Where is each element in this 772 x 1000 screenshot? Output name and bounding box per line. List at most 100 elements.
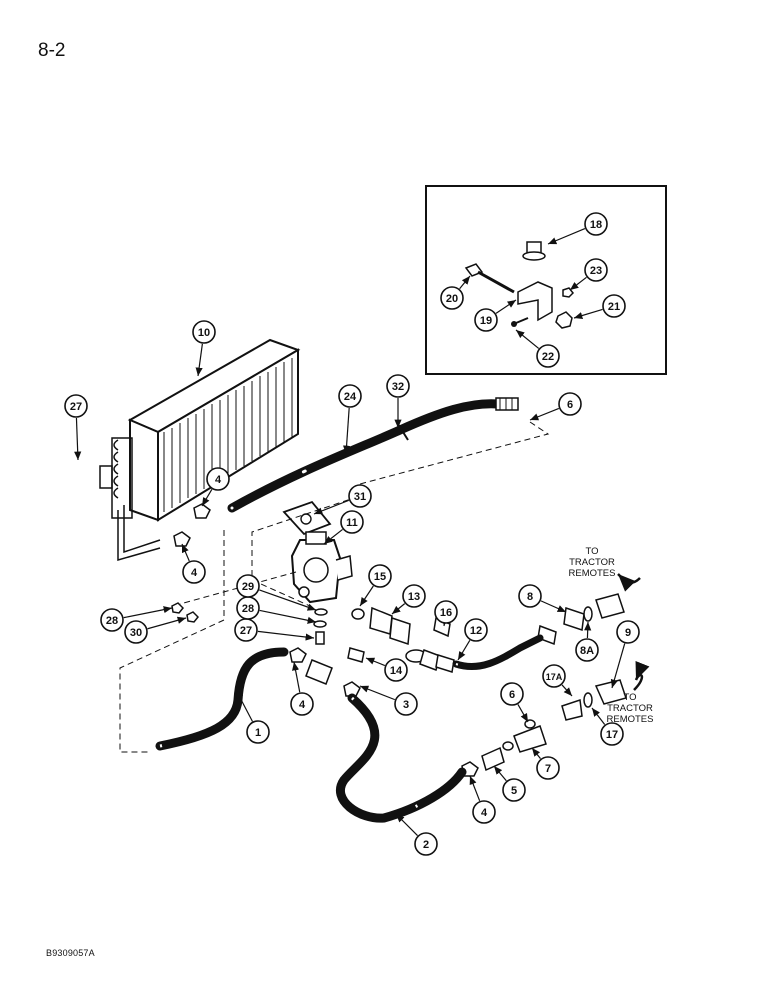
callout-30: 30 [124,616,187,644]
callout-number: 6 [509,689,515,701]
callout-leader-line [123,606,173,619]
callout-leader-line [573,308,603,320]
callout-number: 6 [567,399,573,411]
callout-leader-line [493,765,507,782]
callout-circle [500,682,524,706]
callout-number: 3 [403,699,409,711]
inset-detail-box [425,185,667,375]
callout-leader-line [391,603,406,615]
callout-leader-line [540,600,567,613]
callout-32: 32 [386,374,410,428]
callout-18: 18 [547,212,608,245]
callout-11: 11 [323,510,364,545]
callout-leader-line [395,813,418,836]
callout-14: 14 [365,657,408,682]
callout-circle [206,467,230,491]
oil-cooler-part [99,338,301,561]
callout-circle [340,510,364,534]
callout-circle [384,658,408,682]
callout-circle [338,384,362,408]
return-hose-part [155,647,289,751]
callout-leader-line [529,407,560,421]
callout-leader-line [181,543,190,562]
callout-leader-line [74,417,82,461]
callout-circle [536,756,560,780]
callout-number: 15 [374,571,386,583]
callout-21: 21 [573,294,626,320]
callout-number: 11 [346,517,358,529]
callout-circle [536,344,560,368]
note-line: TRACTOR [607,703,653,714]
callout-8: 8 [518,584,567,613]
callout-number: 28 [106,615,118,627]
callout-20: 20 [440,275,471,310]
callout-24: 24 [338,384,362,455]
callout-leader-line [591,707,606,725]
callout-leader-line [292,661,301,693]
callout-number: 8A [580,645,594,657]
callout-number: 16 [440,607,452,619]
note-line: TO [623,692,636,703]
inset-large-nut-part [555,311,573,329]
callout-leader-line [495,299,517,314]
remote-hose-part [452,634,544,671]
callout-circle [290,692,314,716]
supply-hose-part [336,693,467,823]
callout-number: 20 [446,293,458,305]
callout-number: 9 [625,627,631,639]
callout-circle [124,620,148,644]
callout-circle [402,584,426,608]
callout-number: 31 [354,491,366,503]
callout-circle [246,720,270,744]
callout-leader-line [257,630,315,641]
callout-leader-line [459,275,471,290]
callout-number: 21 [608,301,620,313]
callout-circle [600,722,624,746]
callout-6: 6 [500,682,529,723]
callout-number: 17 [606,729,618,741]
callout-leader-line [323,528,343,545]
note-to-tractor-remotes-top: TO TRACTOR REMOTES [569,546,616,579]
callout-leader-line [469,775,481,802]
callout-12: 12 [457,618,488,661]
inset-cap-part [522,241,546,261]
callout-28: 28 [236,596,317,624]
callout-4: 4 [201,467,230,507]
callout-number: 23 [590,265,602,277]
callout-leader-line [457,639,471,661]
callout-27: 27 [234,618,315,642]
callout-leader-line [517,704,529,723]
callout-number: 30 [130,627,142,639]
note-line: REMOTES [607,714,654,725]
callout-circle [502,778,526,802]
callout-leader-line [531,747,541,760]
callout-leader-line [561,684,573,697]
callout-4: 4 [181,543,206,584]
callout-leader-line [584,621,592,639]
callout-circle [440,286,464,310]
callout-circle [386,374,410,398]
figure-code: B9309057A [46,948,95,958]
callout-circle [584,212,608,236]
callout-23: 23 [569,258,608,291]
callout-number: 19 [480,315,492,327]
callout-number: 32 [392,381,404,393]
callout-10: 10 [192,320,216,377]
callout-circle [394,692,418,716]
callout-3: 3 [359,685,418,716]
callout-number: 17A [546,672,563,682]
callout-leader-line [259,609,317,624]
callout-number: 5 [511,785,517,797]
callout-circle [236,574,260,598]
callout-number: 1 [255,727,261,739]
callout-leader-line [569,276,587,291]
callout-29: 29 [236,574,317,611]
callout-circle [575,638,599,662]
callout-number: 18 [590,219,602,231]
callout-17a: 17A [542,664,573,697]
callout-leader-line [342,407,351,455]
callout-28: 28 [100,606,173,632]
callout-27: 27 [64,394,88,461]
callout-number: 13 [408,591,420,603]
callout-number: 7 [545,763,551,775]
